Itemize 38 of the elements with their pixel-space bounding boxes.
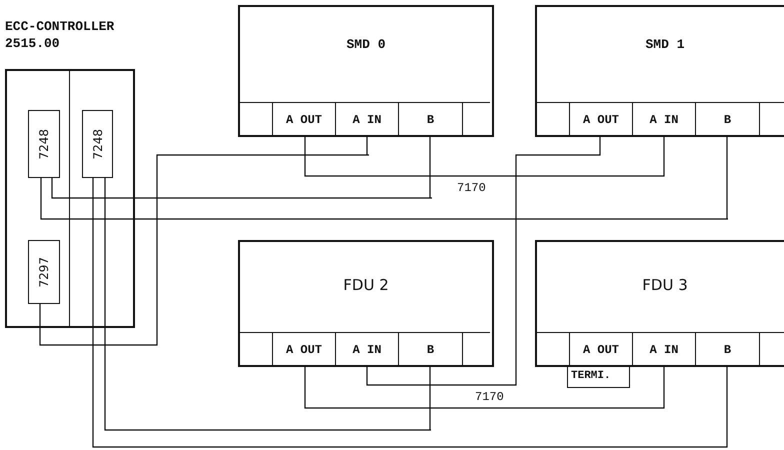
port-cell: A OUT (569, 102, 632, 137)
port-cell: A OUT (272, 332, 335, 367)
port-cell: A IN (335, 332, 398, 367)
device-label: FDU 3 (642, 276, 688, 294)
cable-line (92, 178, 728, 448)
device-label: FDU 2 (343, 276, 389, 294)
controller-heading: ECC-CONTROLLER 2515.00 (5, 18, 116, 52)
controller-assembly (5, 18, 137, 328)
blank-port (759, 332, 784, 367)
blank-port (759, 102, 784, 137)
terminator-tag: TERMI. (567, 366, 630, 388)
device-label: SMD 0 (346, 37, 386, 52)
device-box (238, 240, 494, 367)
cable-line (51, 137, 433, 199)
port-cell: B (398, 102, 462, 137)
port-cell: A OUT (569, 332, 632, 367)
cable-line (304, 137, 665, 177)
cable-line (39, 137, 370, 346)
device-box (238, 5, 494, 137)
cable-line (40, 137, 729, 220)
blank-port (462, 332, 490, 367)
cable-line (366, 137, 601, 386)
cable-line (304, 367, 665, 409)
port-cell: A OUT (272, 102, 335, 137)
circuit-card: 7248 (82, 110, 113, 178)
port-cell: B (695, 102, 759, 137)
port-cell: A IN (632, 102, 695, 137)
device-box (535, 240, 784, 367)
port-cell: B (695, 332, 759, 367)
cable-line (104, 178, 432, 431)
port-cell: A IN (335, 102, 398, 137)
port-cell: B (398, 332, 462, 367)
device-box (535, 5, 784, 137)
device-label: SMD 1 (645, 37, 684, 52)
port-cell: A IN (632, 332, 695, 367)
blank-port (462, 102, 490, 137)
circuit-card: 7248 (28, 110, 60, 178)
circuit-card: 7297 (28, 240, 60, 304)
